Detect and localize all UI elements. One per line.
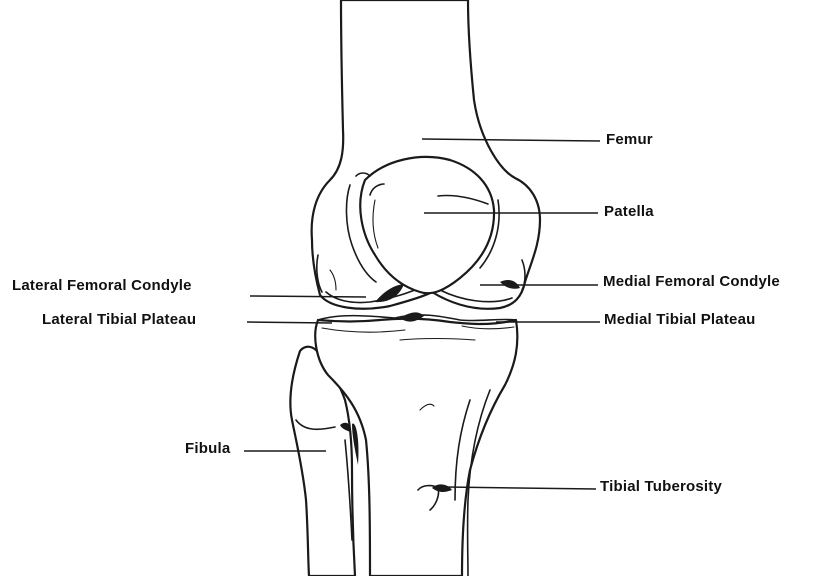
label-femur: Femur [606,131,653,148]
label-tibial-tuberosity: Tibial Tuberosity [600,478,722,495]
label-fibula: Fibula [185,440,230,457]
label-medial-tibial-plateau: Medial Tibial Plateau [604,311,755,328]
label-lateral-tibial-plateau: Lateral Tibial Plateau [42,311,196,328]
label-patella: Patella [604,203,654,220]
label-medial-femoral-condyle: Medial Femoral Condyle [603,273,780,290]
label-lateral-femoral-condyle: Lateral Femoral Condyle [12,277,192,294]
